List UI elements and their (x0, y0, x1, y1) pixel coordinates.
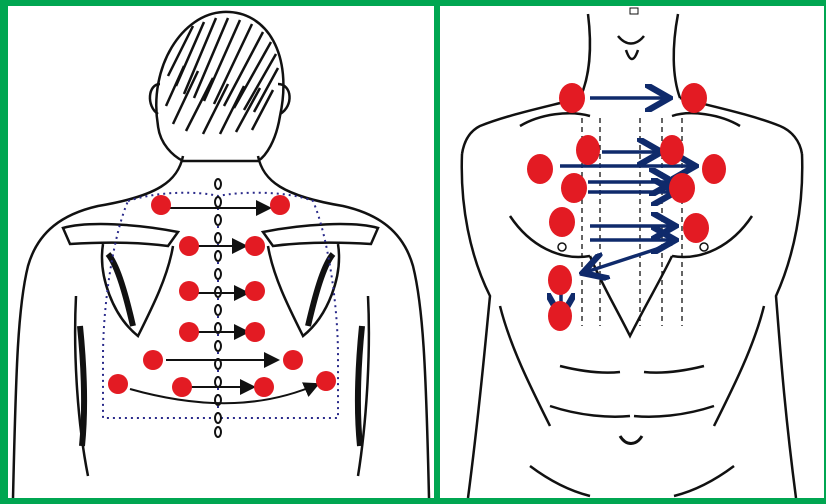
front-points (527, 83, 726, 331)
point (179, 322, 199, 342)
head (150, 12, 290, 161)
point (245, 236, 265, 256)
point (681, 83, 707, 113)
point (245, 322, 265, 342)
point (143, 350, 163, 370)
point (683, 213, 709, 243)
point (549, 207, 575, 237)
point (669, 173, 695, 203)
point (548, 265, 572, 295)
point (527, 154, 553, 184)
back-view-illustration (8, 6, 434, 498)
point (179, 236, 199, 256)
point (561, 173, 587, 203)
arrow-row-8 (586, 244, 672, 272)
neck (580, 8, 680, 98)
point (270, 195, 290, 215)
point (172, 377, 192, 397)
point (151, 195, 171, 215)
point (108, 374, 128, 394)
front-view-panel (440, 6, 824, 498)
point (245, 281, 265, 301)
back-view-panel (8, 6, 434, 498)
point (283, 350, 303, 370)
point (576, 135, 600, 165)
point (548, 301, 572, 331)
spine (215, 179, 221, 437)
point (179, 281, 199, 301)
front-view-illustration (440, 6, 824, 498)
point (254, 377, 274, 397)
torso-outline (462, 98, 803, 498)
point (559, 83, 585, 113)
point (660, 135, 684, 165)
front-arrows (560, 98, 692, 314)
point (316, 371, 336, 391)
point (702, 154, 726, 184)
nipples (558, 243, 708, 251)
